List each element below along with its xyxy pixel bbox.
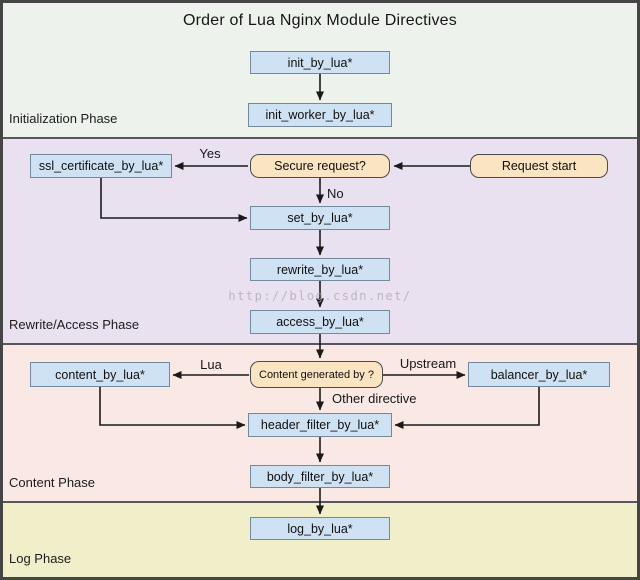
phase-band-log xyxy=(0,503,640,580)
node-header-filter-by-lua: header_filter_by_lua* xyxy=(248,413,392,437)
phase-label-log: Log Phase xyxy=(9,551,72,566)
node-set-by-lua: set_by_lua* xyxy=(250,206,390,230)
watermark-text: http://blog.csdn.net/ xyxy=(228,289,412,303)
edge-label-other-directive: Other directive xyxy=(332,391,417,406)
edge-label-no: No xyxy=(327,186,344,201)
node-content-by-lua: content_by_lua* xyxy=(30,362,170,387)
node-balancer-by-lua: balancer_by_lua* xyxy=(468,362,610,387)
phase-label-rewrite-access: Rewrite/Access Phase xyxy=(9,317,140,332)
phase-separator xyxy=(0,137,640,139)
node-init-worker-by-lua: init_worker_by_lua* xyxy=(248,103,392,127)
edge-label-upstream: Upstream xyxy=(399,356,457,371)
phase-label-content: Content Phase xyxy=(9,475,96,490)
node-log-by-lua: log_by_lua* xyxy=(250,517,390,540)
node-ssl-certificate-by-lua: ssl_certificate_by_lua* xyxy=(30,154,172,178)
node-access-by-lua: access_by_lua* xyxy=(250,310,390,334)
node-rewrite-by-lua: rewrite_by_lua* xyxy=(250,258,390,281)
edge-label-lua: Lua xyxy=(200,357,222,372)
page-title: Order of Lua Nginx Module Directives xyxy=(183,12,457,29)
node-body-filter-by-lua: body_filter_by_lua* xyxy=(250,465,390,488)
phase-label-initialization: Initialization Phase xyxy=(9,111,118,126)
node-request-start: Request start xyxy=(470,154,608,178)
node-secure-request-decision: Secure request? xyxy=(250,154,390,178)
edge-label-yes: Yes xyxy=(199,146,221,161)
node-init-by-lua: init_by_lua* xyxy=(250,51,390,74)
node-content-generated-decision: Content generated by ? xyxy=(250,361,383,388)
